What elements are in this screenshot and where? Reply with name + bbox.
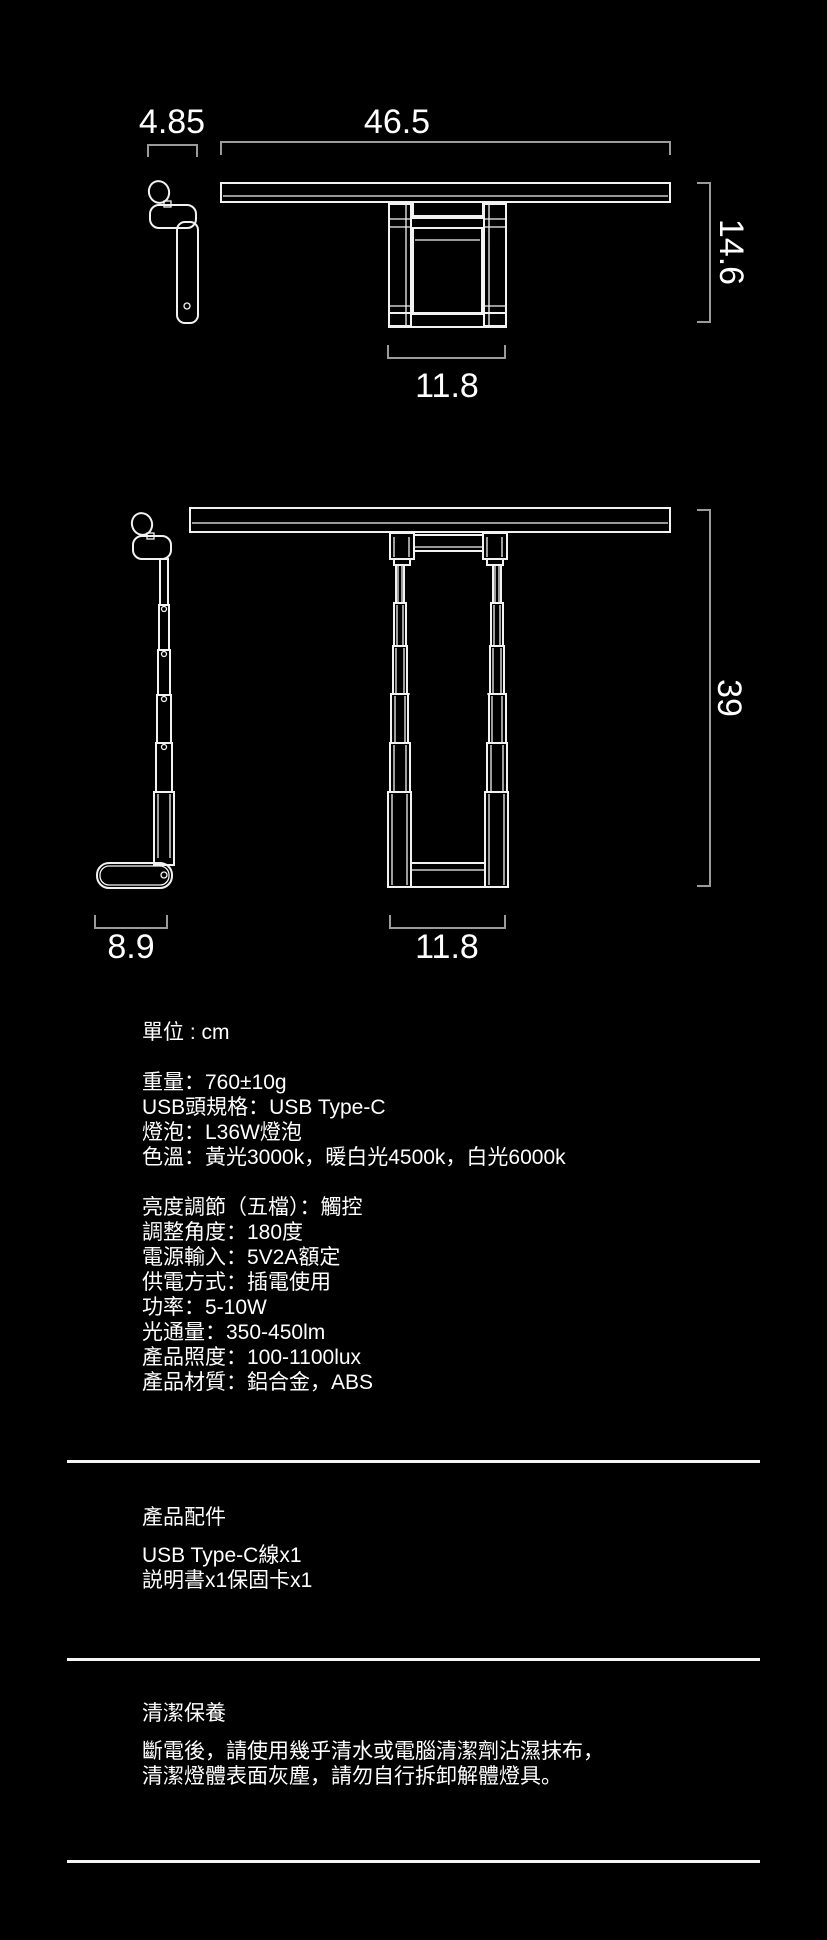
bar-length-bracket — [220, 141, 671, 155]
collapsed-side-view — [147, 180, 199, 324]
spec-block: 單位 : cm 重量：760±10g USB頭規格：USB Type-C 燈泡：… — [142, 1020, 762, 1395]
divider-3 — [67, 1860, 760, 1863]
accessories-list: USB Type-C線x1 説明書x1保固卡x1 — [142, 1543, 312, 1593]
stand-width-bracket — [387, 345, 506, 359]
accessory-item: 説明書x1保固卡x1 — [142, 1569, 313, 1592]
spec-lux: 產品照度：100-1100lux — [142, 1346, 362, 1369]
spec-brightness: 亮度調節（五檔）：觸控 — [142, 1196, 363, 1219]
spec-angle: 調整角度：180度 — [142, 1221, 304, 1244]
extended-side-view — [96, 512, 175, 889]
dim-base-depth-label: 8.9 — [107, 928, 154, 966]
stand-width-bracket-2 — [389, 915, 506, 929]
dim-stand-width-2-label: 11.8 — [415, 928, 479, 966]
spec-power-mode: 供電方式：插電使用 — [142, 1271, 331, 1294]
dim-height-collapsed-label: 14.6 — [712, 219, 750, 285]
dim-bar-length-label: 46.5 — [364, 103, 430, 141]
dim-depth-label: 4.85 — [139, 103, 205, 141]
cleaning-line: 清潔燈體表面灰塵，請勿自行拆卸解體燈具。 — [142, 1765, 562, 1788]
depth-bracket — [147, 144, 198, 157]
height-extended-bracket — [697, 509, 711, 887]
spec-bulb: 燈泡：L36W燈泡 — [142, 1121, 302, 1144]
collapsed-front-view — [220, 182, 671, 328]
dim-stand-width-label: 11.8 — [415, 367, 479, 405]
spec-lumen: 光通量：350-450lm — [142, 1321, 326, 1344]
cleaning-title: 清潔保養 — [142, 1702, 226, 1725]
spec-material: 產品材質：鋁合金，ABS — [142, 1371, 374, 1394]
extended-dimensions: 8.9 11.8 39 — [94, 509, 748, 966]
accessory-item: USB Type-C線x1 — [142, 1544, 302, 1567]
unit-note: 單位 : cm — [142, 1021, 230, 1044]
extended-front-view — [189, 507, 671, 888]
spec-wattage: 功率：5-10W — [142, 1296, 267, 1319]
collapsed-dimensions: 4.85 46.5 14.6 11.8 — [139, 103, 750, 405]
spec-usb-type: USB頭規格：USB Type-C — [142, 1096, 386, 1119]
cleaning-line: 斷電後，請使用幾乎清水或電腦清潔劑沾濕抹布， — [142, 1740, 604, 1763]
divider-2 — [67, 1658, 760, 1661]
height-collapsed-bracket — [697, 182, 711, 323]
spec-weight: 重量：760±10g — [142, 1071, 287, 1094]
cleaning-instructions: 斷電後，請使用幾乎清水或電腦清潔劑沾濕抹布， 清潔燈體表面灰塵，請勿自行拆卸解體… — [142, 1739, 604, 1789]
dim-height-extended-label: 39 — [710, 679, 748, 717]
divider-1 — [67, 1460, 760, 1463]
spec-color-temp: 色溫：黃光3000k，暖白光4500k，白光6000k — [142, 1146, 566, 1169]
spec-power-input: 電源輸入：5V2A額定 — [142, 1246, 341, 1269]
base-depth-bracket — [94, 915, 168, 929]
accessories-title: 產品配件 — [142, 1506, 226, 1529]
